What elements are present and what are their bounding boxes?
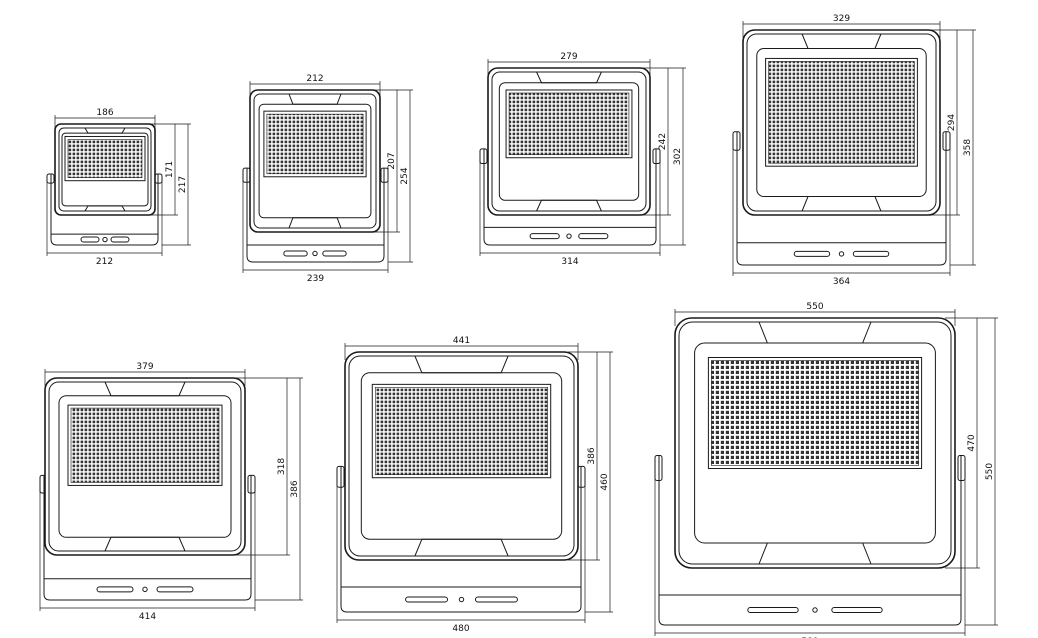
floodlight-7: 550589470550 xyxy=(654,302,998,638)
mounting-slot-right xyxy=(831,607,883,613)
mounting-hole xyxy=(458,596,465,603)
mounting-slot-right xyxy=(474,596,518,603)
dim-label-width-top: 186 xyxy=(96,108,113,118)
mounting-slot-left xyxy=(283,250,308,257)
housing-inner-edge xyxy=(348,355,575,557)
led-frame xyxy=(765,57,918,167)
dim-label-width-bottom: 414 xyxy=(139,612,156,622)
housing-inner-edge xyxy=(253,93,377,229)
mounting-slot-right xyxy=(852,250,890,257)
dim-label-height-inner: 207 xyxy=(387,152,397,169)
dim-label-height-total: 358 xyxy=(963,139,973,156)
led-frame xyxy=(263,110,367,178)
top-fin xyxy=(288,93,342,105)
mounting-hole xyxy=(102,236,108,243)
mounting-hole xyxy=(312,250,318,257)
mounting-hole xyxy=(812,607,818,613)
floodlight-4: 329 364 294 358 xyxy=(732,14,976,287)
dim-label-width-bottom: 314 xyxy=(561,257,578,267)
dim-label-width-top: 279 xyxy=(560,52,577,62)
dim-label-height-total: 386 xyxy=(290,480,300,497)
dim-label-width-top: 212 xyxy=(306,74,323,84)
mounting-hole xyxy=(566,233,572,239)
mounting-bracket xyxy=(340,466,582,613)
housing-inner-edge xyxy=(491,71,647,212)
top-fin xyxy=(536,71,602,84)
bottom-fin xyxy=(288,217,342,229)
mounting-bracket xyxy=(483,148,657,246)
led-array xyxy=(374,387,549,476)
led-frame xyxy=(67,404,223,486)
dim-label-height-total: 550 xyxy=(985,463,995,480)
top-fin xyxy=(801,33,882,49)
mounting-slot-left xyxy=(80,236,100,243)
mounting-bracket xyxy=(246,168,385,263)
led-array xyxy=(266,113,364,175)
bottom-fin xyxy=(536,199,602,212)
dim-label-height-total: 460 xyxy=(600,473,610,490)
dim-label-height-inner: 242 xyxy=(658,133,668,150)
housing-inner-edge xyxy=(48,381,242,552)
led-frame xyxy=(505,89,633,159)
dim-label-height-inner: 318 xyxy=(277,458,287,475)
top-fin xyxy=(84,127,126,134)
mounting-slot-right xyxy=(110,236,130,243)
led-frame xyxy=(371,383,552,479)
led-frame xyxy=(64,135,146,182)
dim-label-height-inner: 171 xyxy=(165,161,175,178)
mounting-slot-left xyxy=(793,250,831,257)
mounting-hole xyxy=(838,251,845,257)
mounting-bracket xyxy=(43,475,252,601)
mounting-slot-left xyxy=(529,233,560,240)
dim-label-height-total: 302 xyxy=(673,148,683,165)
dim-label-width-top: 550 xyxy=(806,302,823,312)
led-array xyxy=(508,92,630,156)
mounting-slot-right xyxy=(322,250,347,257)
mounting-slot-left xyxy=(405,596,449,603)
led-array xyxy=(711,360,919,466)
led-array xyxy=(67,139,143,178)
mounting-slot-right xyxy=(578,233,609,240)
bottom-fin xyxy=(801,196,882,212)
dim-label-width-top: 379 xyxy=(136,362,153,372)
bottom-fin xyxy=(104,536,186,552)
housing-inner-edge xyxy=(746,33,937,212)
mounting-bracket xyxy=(736,131,947,266)
mounting-bracket xyxy=(658,455,962,626)
bottom-fin xyxy=(414,538,509,557)
dim-label-width-bottom: 364 xyxy=(833,277,850,287)
mounting-slot-left xyxy=(747,607,799,613)
bottom-fin xyxy=(84,205,126,212)
dim-label-width-top: 441 xyxy=(453,336,470,346)
led-frame xyxy=(707,357,923,469)
dim-label-height-total: 217 xyxy=(178,176,188,193)
dim-label-width-bottom: 212 xyxy=(96,257,113,267)
dim-label-height-inner: 294 xyxy=(947,114,957,131)
top-fin xyxy=(414,355,509,374)
dim-label-width-bottom: 480 xyxy=(452,624,469,634)
housing-inner-edge xyxy=(678,321,952,565)
dim-label-height-inner: 470 xyxy=(967,434,977,451)
housing-inner-edge xyxy=(58,127,152,212)
led-array xyxy=(768,61,915,164)
led-array xyxy=(70,407,220,483)
bottom-fin xyxy=(758,542,872,565)
mounting-bracket xyxy=(50,174,159,246)
mounting-slot-left xyxy=(96,586,134,593)
dim-label-width-bottom: 239 xyxy=(307,274,324,284)
dim-label-height-inner: 386 xyxy=(587,447,597,464)
mounting-hole xyxy=(142,586,148,593)
dim-label-height-total: 254 xyxy=(400,167,410,184)
mounting-slot-right xyxy=(156,586,194,593)
top-fin xyxy=(758,321,872,344)
top-fin xyxy=(104,381,186,397)
floodlight-3: 279 314 242 302 xyxy=(479,52,686,267)
dim-label-width-top: 329 xyxy=(833,14,850,24)
